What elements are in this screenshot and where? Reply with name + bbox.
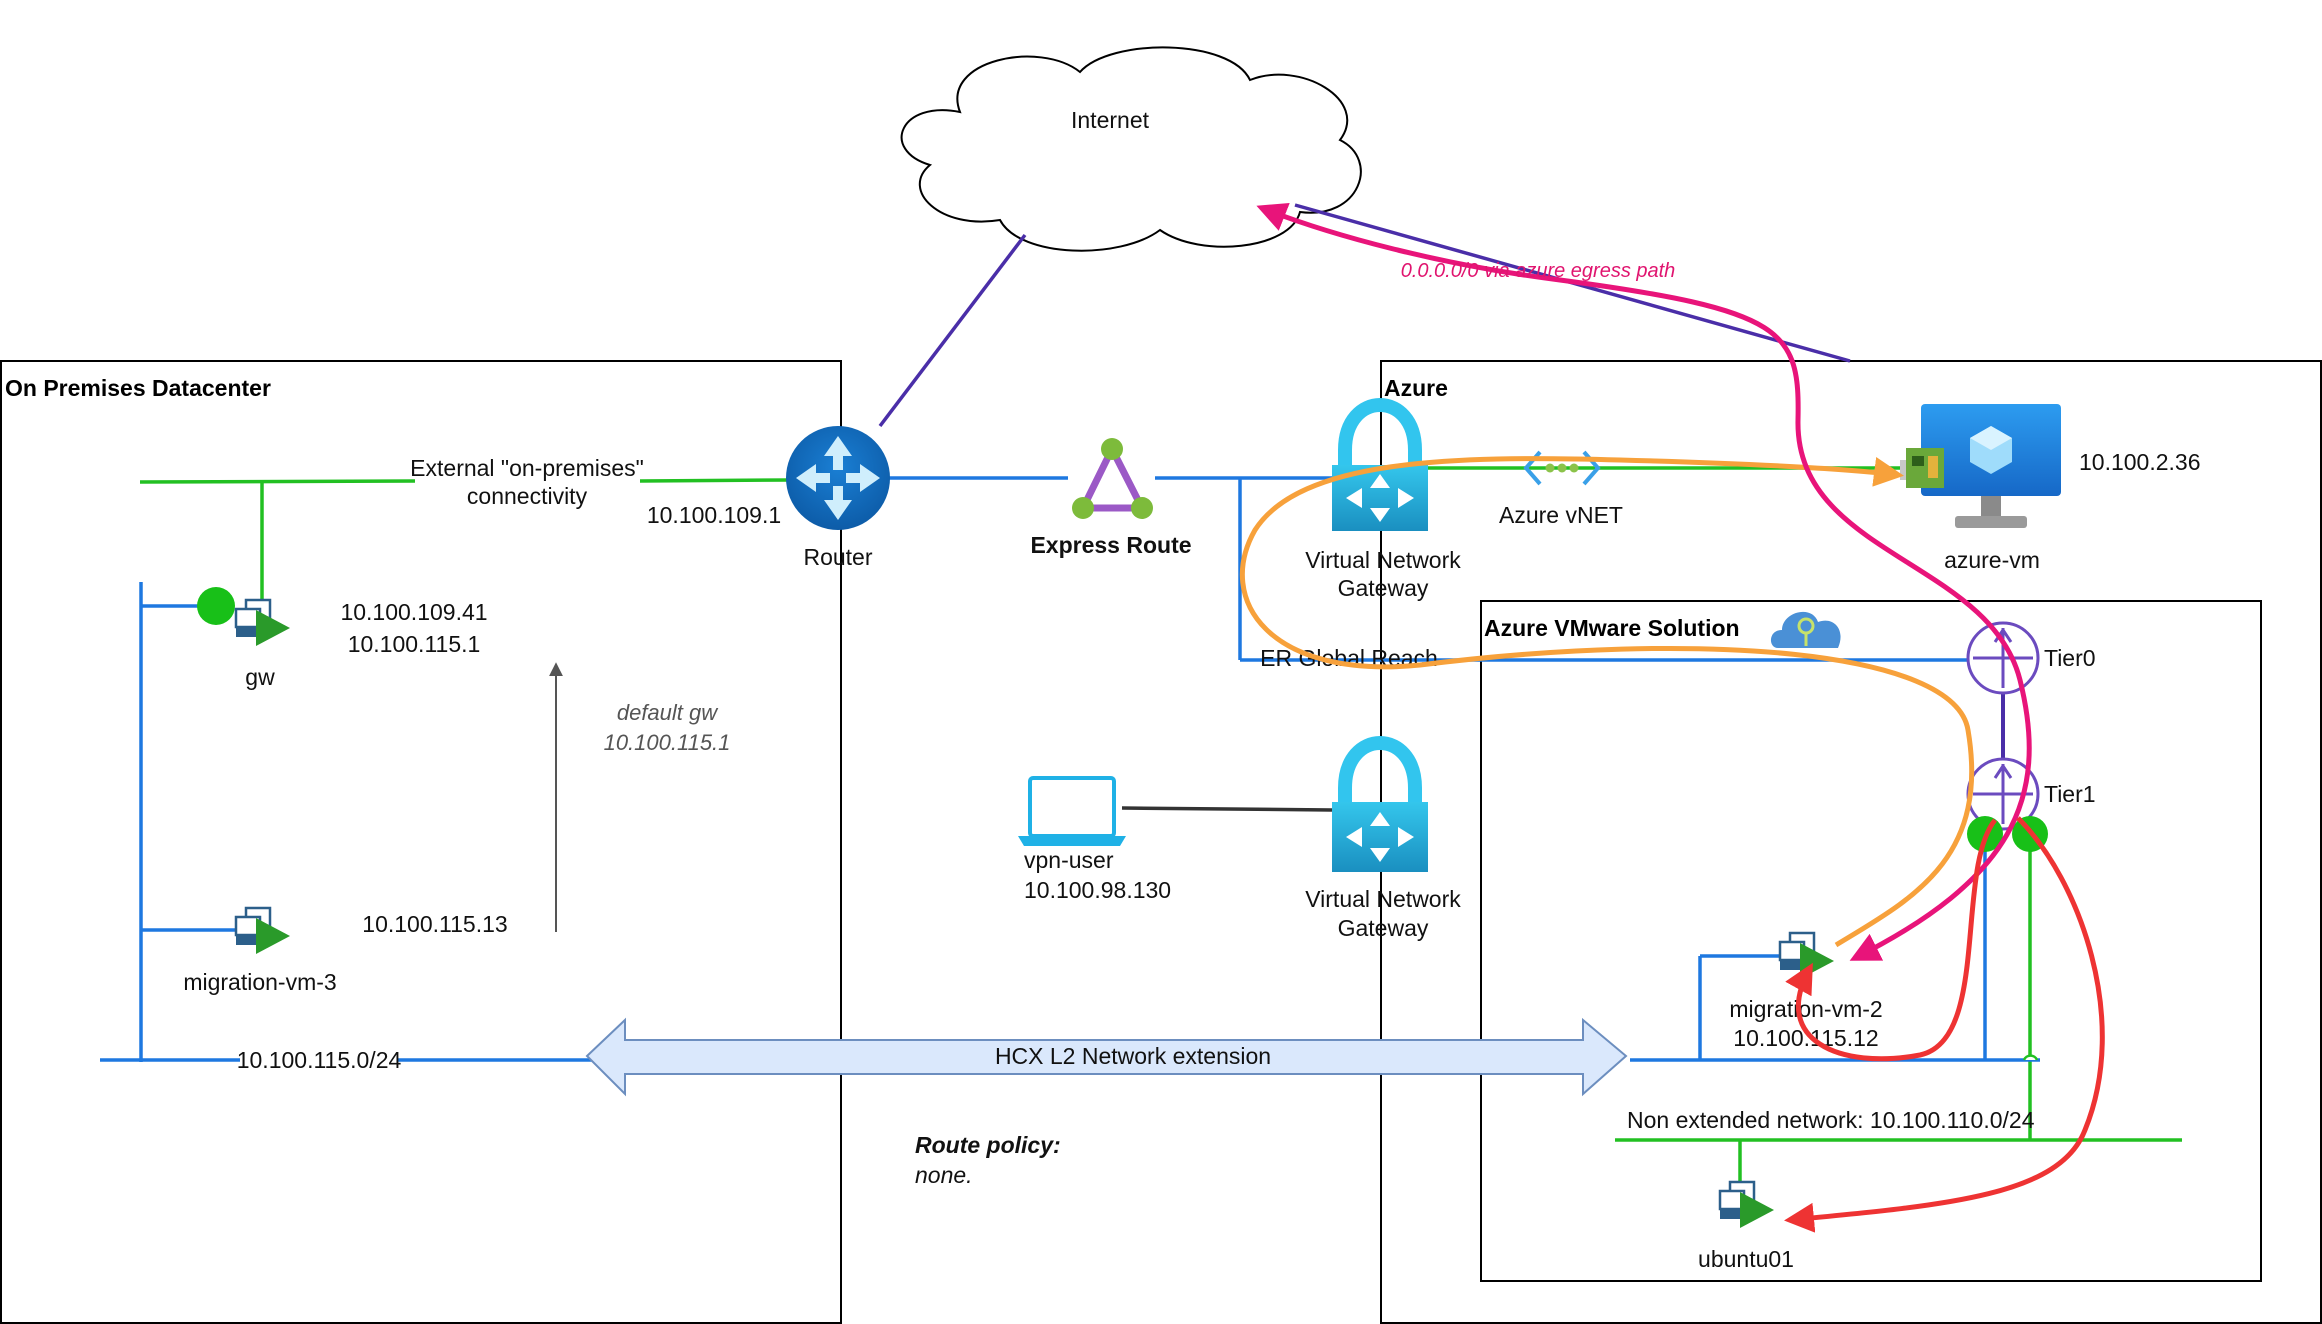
azure-vm-icon <box>1921 404 2061 528</box>
vpn-user-label: vpn-user <box>1024 847 1114 873</box>
vpn-user-link <box>1121 806 1333 812</box>
gw-ip1: 10.100.109.41 <box>340 599 487 625</box>
external-green-line-right <box>639 478 791 483</box>
avs-zone-title: Azure VMware Solution <box>1484 615 1740 641</box>
external-conn-label-1: External "on-premises" <box>410 455 644 481</box>
vnet-label: Azure vNET <box>1499 502 1623 528</box>
azure-vm-label: azure-vm <box>1944 547 2040 573</box>
ubuntu-label: ubuntu01 <box>1698 1246 1794 1272</box>
tier0-label: Tier0 <box>2044 645 2096 671</box>
route-policy-title: Route policy: <box>915 1132 1061 1158</box>
avs-cloud-icon <box>1770 611 1841 648</box>
non-extended-label: Non extended network: 10.100.110.0/24 <box>1627 1107 2035 1133</box>
laptop-icon <box>1018 776 1126 846</box>
vng-bottom-label-1: Virtual Network <box>1305 886 1461 912</box>
router-icon <box>786 426 890 530</box>
router-arrows-icon <box>796 436 880 520</box>
gw-ip2: 10.100.115.1 <box>348 631 481 657</box>
azure-vm-ip: 10.100.2.36 <box>2079 449 2201 475</box>
migration-vm-2-label: migration-vm-2 <box>1729 996 1882 1022</box>
migration-vm-3-ip: 10.100.115.13 <box>362 911 507 937</box>
gw-vm-icon <box>234 598 292 648</box>
vng-top-label-1: Virtual Network <box>1305 547 1461 573</box>
hcx-extension-arrow <box>585 1017 1628 1097</box>
avs-zone <box>1480 600 2262 1282</box>
avs-blue-segment-hop <box>2022 1054 2039 1061</box>
vpn-user-ip: 10.100.98.130 <box>1024 877 1171 903</box>
internet-label: Internet <box>1071 107 1150 133</box>
red-path-tier1-ubuntu <box>1784 816 2105 1233</box>
express-route-label: Express Route <box>1030 532 1191 558</box>
azure-zone-title: Azure <box>1384 375 1448 401</box>
hcx-label: HCX L2 Network extension <box>995 1043 1271 1069</box>
red-path-vm2-tier1 <box>1785 818 1997 1062</box>
default-gw-label-1: default gw <box>617 700 719 725</box>
tier0-router-icon <box>1966 621 2040 695</box>
onprem-zone <box>0 360 842 1324</box>
router-internet-link <box>878 233 1027 428</box>
vng-top-label-2: Gateway <box>1338 575 1429 601</box>
router-ip: 10.100.109.1 <box>647 502 781 528</box>
subnet-label: 10.100.115.0/24 <box>237 1047 402 1073</box>
pink-path-egress <box>1256 202 2032 961</box>
migration-vm-3-icon <box>234 906 292 956</box>
router-label: Router <box>803 544 872 570</box>
default-gw-label-2: 10.100.115.1 <box>604 730 731 755</box>
gw-green-port <box>197 587 235 625</box>
migration-vm-3-label: migration-vm-3 <box>183 969 336 995</box>
external-conn-label-2: connectivity <box>467 483 588 509</box>
onprem-zone-title: On Premises Datacenter <box>5 375 271 401</box>
gw-label: gw <box>245 664 275 690</box>
express-route-icon <box>1072 438 1153 519</box>
network-card-icon <box>1900 448 1944 488</box>
route-policy-value: none. <box>915 1162 973 1188</box>
tier1-label: Tier1 <box>2044 781 2096 807</box>
egress-label: 0.0.0.0/0 via azure egress path <box>1401 260 1676 282</box>
external-green-line-left <box>139 479 416 484</box>
vng-bottom-label-2: Gateway <box>1338 915 1429 941</box>
ubuntu-vm-icon <box>1718 1180 1776 1230</box>
